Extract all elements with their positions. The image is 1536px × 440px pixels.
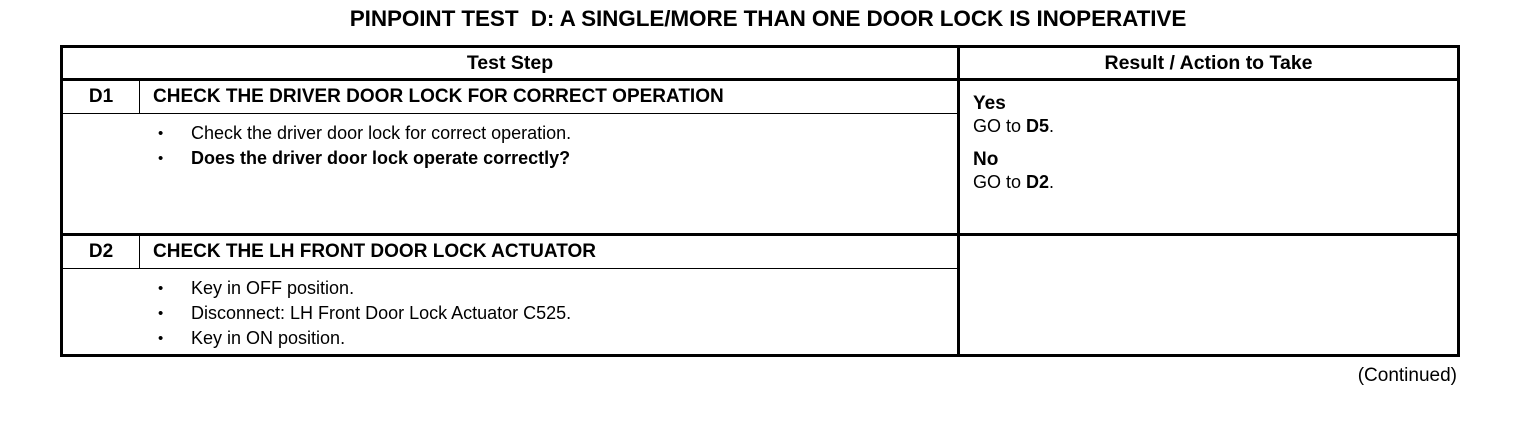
bullet-icon: • — [158, 330, 164, 347]
list-item: • Key in ON position. — [63, 326, 957, 351]
result-cell-d2 — [960, 236, 1457, 354]
step-title-row-d1: D1 CHECK THE DRIVER DOOR LOCK FOR CORREC… — [63, 81, 957, 114]
result-branch-no: No GO to D2. — [973, 148, 1457, 194]
step-title-d1: CHECK THE DRIVER DOOR LOCK FOR CORRECT O… — [153, 86, 724, 107]
result-action-column: Result / Action to Take Yes GO to D5. No… — [960, 48, 1457, 354]
step-id-d1: D1 — [63, 81, 140, 113]
list-item: • Check the driver door lock for correct… — [63, 121, 957, 146]
continued-note: (Continued) — [1357, 365, 1457, 386]
page-title: PINPOINT TEST D: A SINGLE/MORE THAN ONE … — [349, 6, 1187, 31]
result-action-yes: GO to D5. — [973, 115, 1457, 138]
bullet-icon: • — [158, 305, 164, 322]
step-title-row-d2: D2 CHECK THE LH FRONT DOOR LOCK ACTUATOR — [63, 236, 957, 269]
step-title-d2: CHECK THE LH FRONT DOOR LOCK ACTUATOR — [153, 241, 596, 262]
list-item-label: Key in OFF position. — [191, 278, 355, 298]
result-action-suffix: . — [1049, 116, 1055, 136]
bullet-icon: • — [158, 150, 164, 167]
list-item-label: Disconnect: LH Front Door Lock Actuator … — [191, 303, 572, 323]
list-item-label: Check the driver door lock for correct o… — [191, 123, 572, 143]
result-action-reference: D2 — [1026, 172, 1050, 192]
step-body-d1: • Check the driver door lock for correct… — [63, 114, 957, 236]
list-item-label: Key in ON position. — [191, 328, 346, 348]
result-answer-yes: Yes — [973, 93, 1006, 114]
list-item: • Does the driver door lock operate corr… — [63, 146, 957, 171]
step-id-d2: D2 — [63, 236, 140, 268]
test-step-column: Test Step D1 CHECK THE DRIVER DOOR LOCK … — [63, 48, 960, 354]
result-action-no: GO to D2. — [973, 171, 1457, 194]
result-action-suffix: . — [1049, 172, 1055, 192]
result-action-reference: D5 — [1026, 116, 1050, 136]
column-header-result-action: Result / Action to Take — [960, 48, 1457, 81]
bullet-icon: • — [158, 280, 164, 297]
result-answer-no: No — [973, 149, 999, 170]
result-action-prefix: GO to — [973, 172, 1027, 192]
column-header-test-step: Test Step — [63, 48, 957, 81]
step-body-d2: • Key in OFF position. • Disconnect: LH … — [63, 269, 957, 354]
result-cell-d1: Yes GO to D5. No GO to D2. — [960, 81, 1457, 236]
pinpoint-test-table: Test Step D1 CHECK THE DRIVER DOOR LOCK … — [60, 45, 1460, 357]
result-branch-yes: Yes GO to D5. — [973, 92, 1457, 138]
bullet-icon: • — [158, 125, 164, 142]
list-item: • Disconnect: LH Front Door Lock Actuato… — [63, 301, 957, 326]
list-item: • Key in OFF position. — [63, 276, 957, 301]
result-action-prefix: GO to — [973, 116, 1027, 136]
list-item-label: Does the driver door lock operate correc… — [191, 148, 571, 168]
